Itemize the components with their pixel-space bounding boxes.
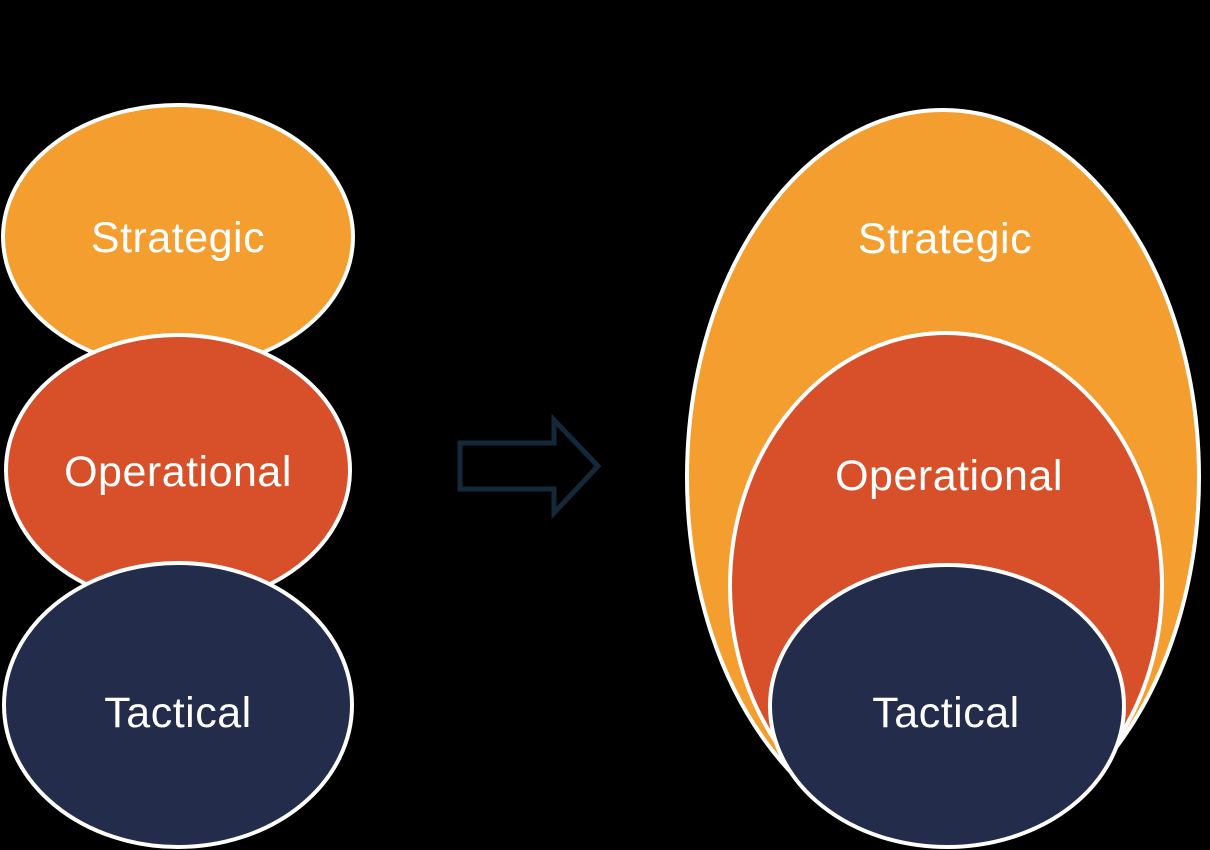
left-strategic-label: Strategic — [91, 214, 265, 262]
right-tactical-label: Tactical — [872, 689, 1019, 737]
transform-arrow-group — [457, 413, 602, 520]
left-operational-label: Operational — [64, 448, 292, 496]
left-tactical-ellipse — [2, 561, 354, 849]
right-strategic-label: Strategic — [858, 215, 1032, 263]
right-nested-group: Strategic Operational Tactical — [685, 108, 1201, 849]
left-tactical-label: Tactical — [104, 689, 251, 737]
right-arrow-icon — [457, 413, 602, 520]
right-operational-label: Operational — [835, 452, 1063, 500]
left-stack-group: Strategic Operational Tactical — [1, 103, 355, 849]
right-tactical-ellipse — [768, 563, 1126, 849]
